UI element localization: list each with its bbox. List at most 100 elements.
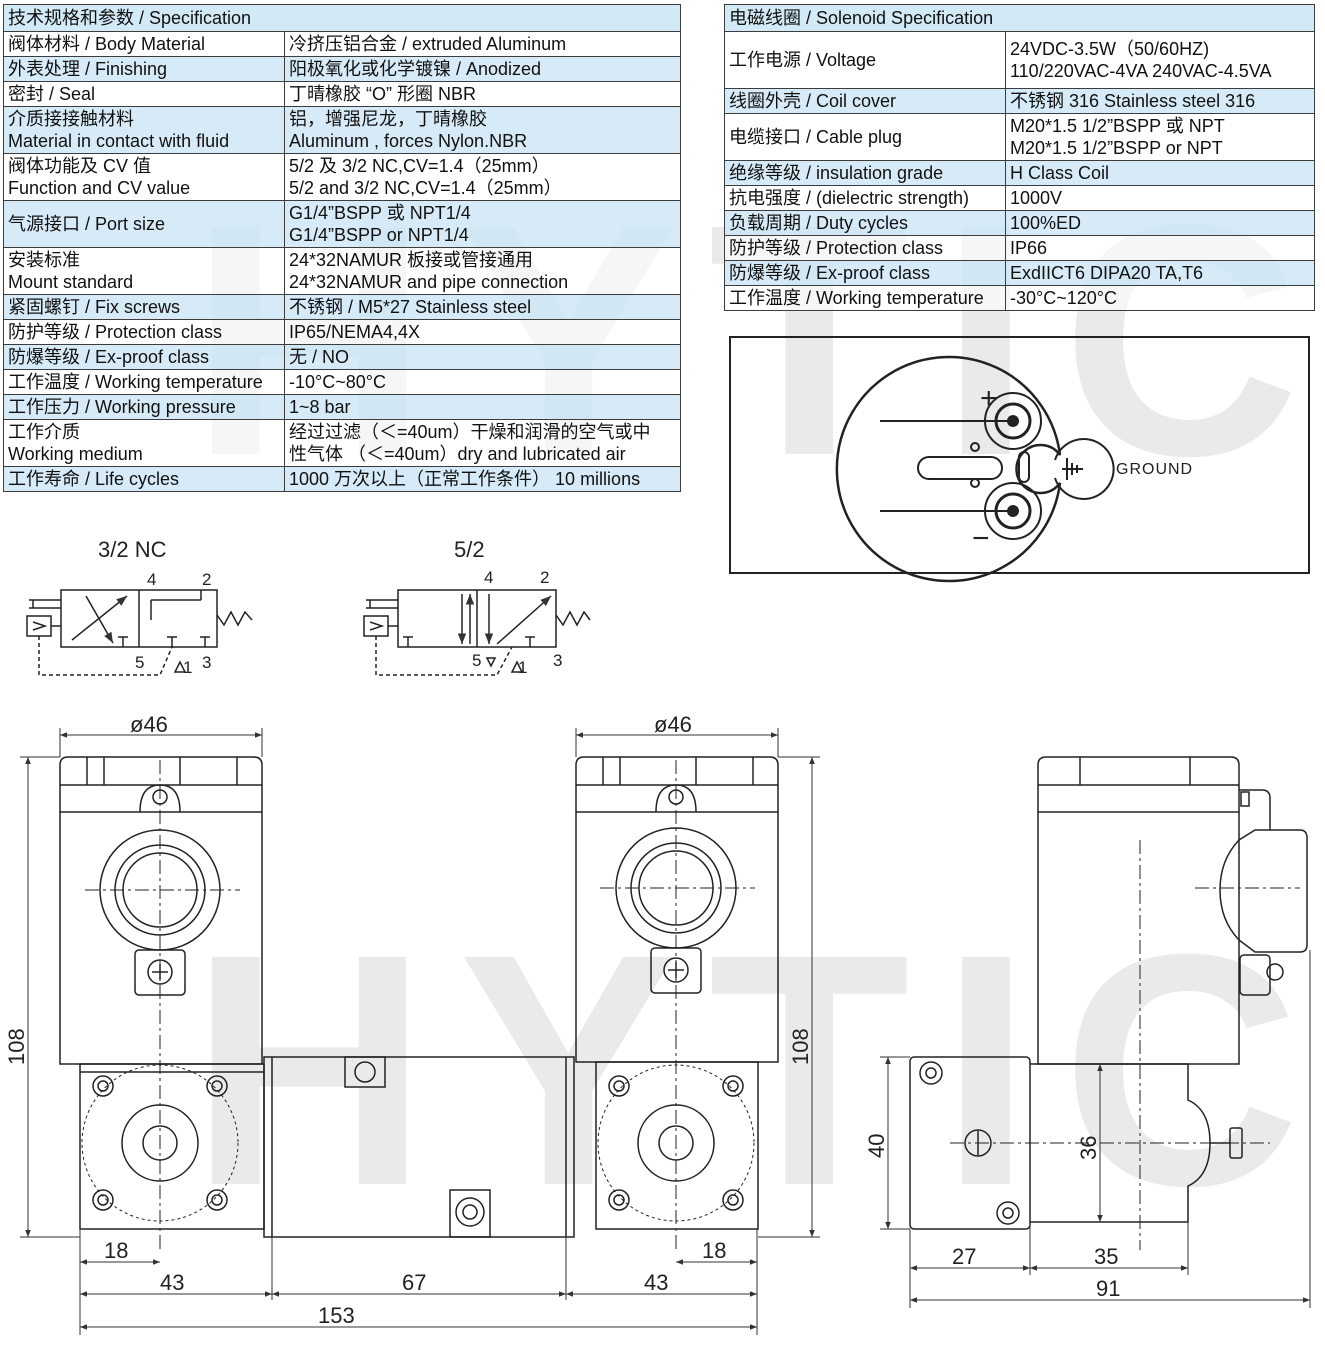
dim-diameter-46-left: ø46 <box>130 712 168 737</box>
spec-label-line: 绝缘等级 / insulation grade <box>729 163 944 183</box>
dim-diameter-46-right: ø46 <box>654 712 692 737</box>
spec-label-line: Working medium <box>8 444 143 464</box>
spec-value-line: 不锈钢 316 Stainless steel 316 <box>1010 91 1256 111</box>
dim-width-67: 67 <box>402 1270 426 1295</box>
spec-label-line: Function and CV value <box>8 178 191 198</box>
spec-label-line: 防护等级 / Protection class <box>8 322 223 342</box>
spec-row: 工作电源 / Voltage 24VDC-3.5W（50/60HZ)110/220… <box>724 31 1315 89</box>
spec-value-line: 5/2 及 3/2 NC,CV=1.4（25mm） <box>289 156 550 176</box>
spec-label: 气源接口 / Port size <box>3 200 285 248</box>
spec-value-line: 1~8 bar <box>289 397 351 417</box>
spec-label-line: 工作电源 / Voltage <box>729 50 877 70</box>
front-view-drawing <box>59 756 779 1250</box>
minus-terminal-label: − <box>972 522 990 555</box>
spec-label: 负载周期 / Duty cycles <box>724 210 1006 236</box>
spec-value: 1000V <box>1005 185 1315 211</box>
spec-label-line: 负载周期 / Duty cycles <box>729 213 909 233</box>
spec-value: 1000 万次以上（正常工作条件） 10 millions <box>284 466 681 492</box>
spec-row: 工作温度 / Working temperature -30°C~120°C <box>724 285 1315 311</box>
spec-value-line: 5/2 and 3/2 NC,CV=1.4（25mm） <box>289 178 562 198</box>
spec-value-line: G1/4”BSPP or NPT1/4 <box>289 225 469 245</box>
spec-label: 工作温度 / Working temperature <box>724 285 1006 311</box>
spec-value: 不锈钢 / M5*27 Stainless steel <box>284 294 681 320</box>
spec-label: 紧固螺钉 / Fix screws <box>3 294 285 320</box>
spec-value-line: Aluminum , forces Nylon.NBR <box>289 131 528 151</box>
spec-value: 24VDC-3.5W（50/60HZ)110/220VAC-4VA 240VAC… <box>1005 31 1315 89</box>
solenoid-specification-table: 电磁线圈 / Solenoid Specification 工作电源 / Vol… <box>724 4 1315 311</box>
port-3-label: 3 <box>553 651 562 670</box>
side-view-drawing <box>909 756 1308 1250</box>
spec-label-line: 紧固螺钉 / Fix screws <box>8 297 181 317</box>
spec-row: 工作温度 / Working temperature-10°C~80°C <box>3 369 681 395</box>
spec-label-line: 工作介质 <box>8 422 80 442</box>
spec-value-line: 1000 万次以上（正常工作条件） 10 millions <box>289 469 641 489</box>
port-1-label: 1 <box>518 658 527 677</box>
port-3-label: 3 <box>202 653 211 672</box>
spec-label-line: 介质接接触材料 <box>8 109 134 129</box>
spec-value: -10°C~80°C <box>284 369 681 395</box>
port-5-label: 5 <box>472 651 481 670</box>
port-2-label: 2 <box>202 570 211 589</box>
spec-value-line: 24*32NAMUR 板接或管接通用 <box>289 250 534 270</box>
spec-value-line: M20*1.5 1/2”BSPP 或 NPT <box>1010 116 1225 136</box>
symbol-3-2-nc <box>26 589 253 676</box>
port-5-label: 5 <box>135 653 144 672</box>
spec-label-line: 防爆等级 / Ex-proof class <box>729 263 931 283</box>
dim-width-43-right: 43 <box>644 1270 668 1295</box>
spec-row: 抗电强度 / (dielectric strength) 1000V <box>724 185 1315 211</box>
spec-value: 1~8 bar <box>284 394 681 420</box>
symbol-5-2 <box>363 589 591 676</box>
spec-label: 工作温度 / Working temperature <box>3 369 285 395</box>
spec-value: ExdIICT6 DIPA20 TA,T6 <box>1005 260 1315 286</box>
dim-height-36: 36 <box>1076 1136 1101 1160</box>
spec-label-line: 抗电强度 / (dielectric strength) <box>729 188 970 208</box>
symbol-3-2-nc-title: 3/2 NC <box>98 537 167 562</box>
spec-value-line: 阳极氧化或化学镀镍 / Anodized <box>289 59 542 79</box>
spec-value-line: 经过过滤（＜=40um）干燥和润滑的空气或中 <box>289 422 651 442</box>
spec-label-line: Material in contact with fluid <box>8 131 230 151</box>
spec-label-line: 工作温度 / Working temperature <box>729 288 984 308</box>
spec-value-line: 冷挤压铝合金 / extruded Aluminum <box>289 34 567 54</box>
spec-label-line: 阀体功能及 CV 值 <box>8 156 152 176</box>
spec-label-line: 防爆等级 / Ex-proof class <box>8 347 210 367</box>
spec-value: 冷挤压铝合金 / extruded Aluminum <box>284 31 681 57</box>
spec-label: 防爆等级 / Ex-proof class <box>724 260 1006 286</box>
spec-value-line: H Class Coil <box>1010 163 1110 183</box>
dim-height-108-right: 108 <box>788 1028 813 1065</box>
dim-width-91: 91 <box>1096 1276 1120 1301</box>
spec-label-line: 气源接口 / Port size <box>8 214 166 234</box>
spec-value: 5/2 及 3/2 NC,CV=1.4（25mm）5/2 and 3/2 NC,… <box>284 153 681 201</box>
dim-height-40: 40 <box>864 1134 889 1158</box>
spec-label: 绝缘等级 / insulation grade <box>724 160 1006 186</box>
specification-table: 技术规格和参数 / Specification 阀体材料 / Body Mate… <box>3 4 681 492</box>
spec-label-line: 密封 / Seal <box>8 84 96 104</box>
dim-width-27: 27 <box>952 1244 976 1269</box>
wiring-diagram <box>729 336 1310 583</box>
dim-width-18-left: 18 <box>104 1238 128 1263</box>
dim-width-43-left: 43 <box>160 1270 184 1295</box>
spec-value: -30°C~120°C <box>1005 285 1315 311</box>
port-4-label: 4 <box>147 570 156 589</box>
spec-value: 不锈钢 316 Stainless steel 316 <box>1005 88 1315 114</box>
spec-label-line: 安装标准 <box>8 250 80 270</box>
spec-label: 线圈外壳 / Coil cover <box>724 88 1006 114</box>
spec-label: 密封 / Seal <box>3 81 285 107</box>
solenoid-table-header: 电磁线圈 / Solenoid Specification <box>724 4 1315 32</box>
